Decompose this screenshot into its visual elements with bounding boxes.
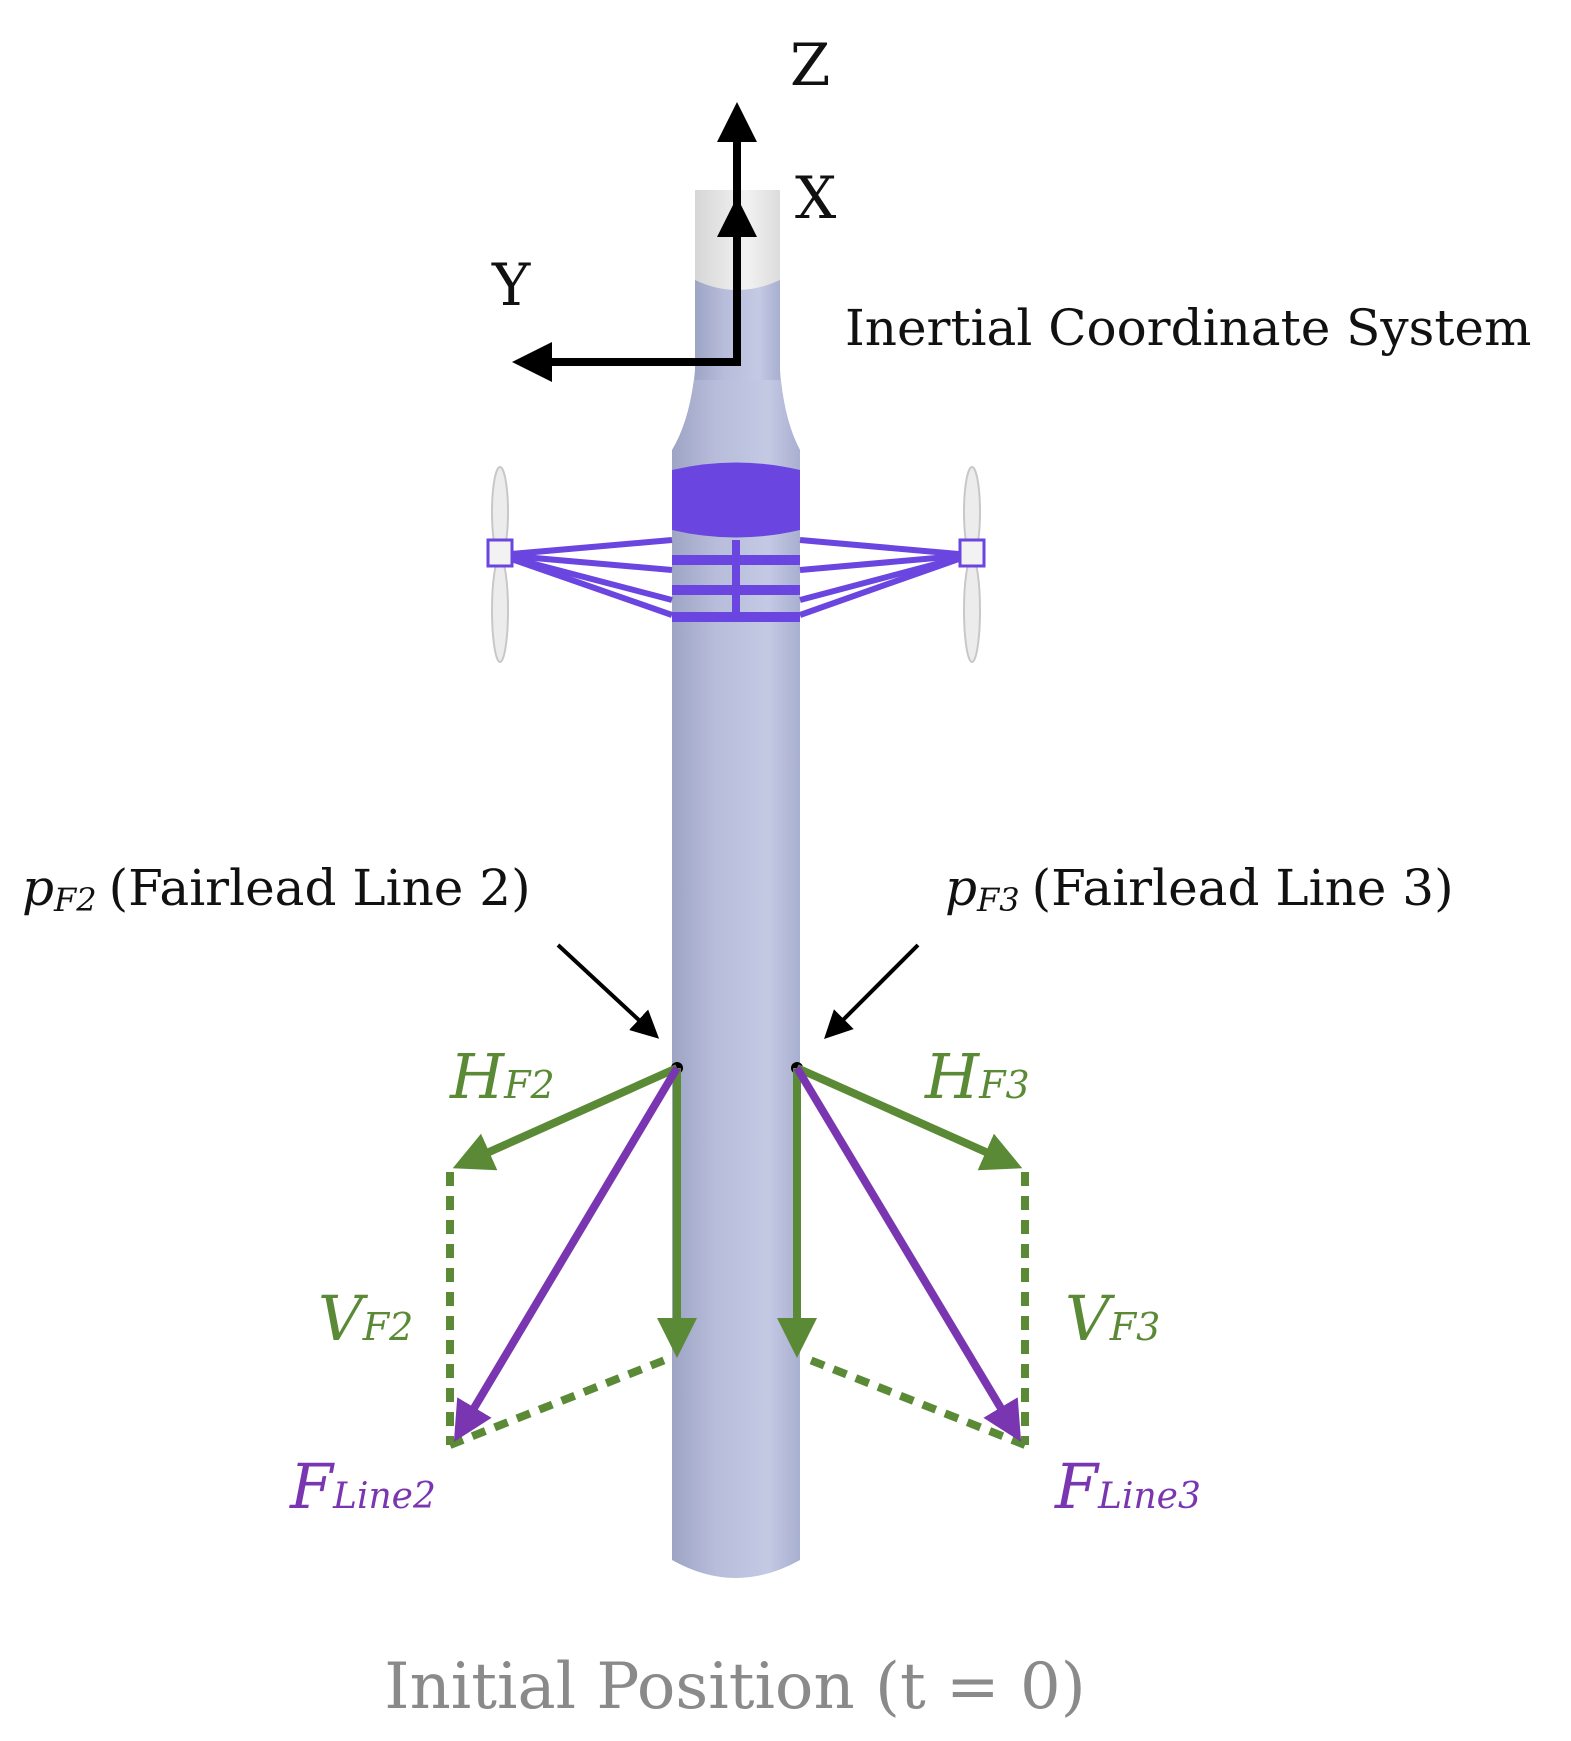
v-f2-label: VF2: [318, 1282, 413, 1355]
fairlead3-symbol: p: [945, 859, 977, 917]
x-axis-label: X: [795, 164, 837, 232]
v-f2-dashed-bottom: [448, 1354, 672, 1449]
v-f3-label: VF3: [1065, 1282, 1160, 1355]
mooring-bracing: [499, 462, 971, 622]
propeller-right-icon: [958, 466, 986, 663]
h-f3-arrow: [795, 1064, 1023, 1171]
fairlead2-description: (Fairlead Line 2): [109, 859, 531, 917]
bracing-ring-top: [672, 462, 800, 538]
fairlead2-symbol: p: [22, 859, 54, 917]
figure-caption: Initial Position (t = 0): [384, 1650, 1085, 1724]
inertial-axes: Z X Y Inertial Coordinate System: [491, 31, 1531, 382]
f-line3-label: FLine3: [1054, 1450, 1201, 1523]
fairlead2-subscript: F2: [53, 881, 97, 919]
spar-tower: [672, 190, 800, 1578]
h-f2-label: HF2: [449, 1040, 555, 1113]
coordinate-system-label: Inertial Coordinate System: [845, 299, 1531, 357]
spar-taper: [672, 370, 800, 480]
fairlead3-description: (Fairlead Line 3): [1032, 859, 1454, 917]
spar-lower-body: [672, 470, 800, 1578]
f-line2-label: FLine2: [289, 1450, 436, 1523]
z-axis-label: Z: [790, 31, 830, 99]
f-line3-arrow: [793, 1065, 1022, 1442]
propeller-left-icon: [486, 466, 514, 663]
fairlead-line2: pF2 (Fairlead Line 2): [22, 859, 683, 1074]
force-decomposition-line2: [446, 1064, 697, 1449]
h-f3-label: HF3: [924, 1040, 1030, 1113]
fairlead3-subscript: F3: [976, 881, 1020, 919]
fairlead3-pointer: [824, 943, 920, 1039]
f-line2-arrow: [453, 1065, 681, 1442]
y-axis-label: Y: [491, 251, 531, 319]
svg-text:pF2(Fairlead Line 2): pF2 (Fairlead Line 2): [22, 859, 531, 919]
h-f2-arrow: [452, 1064, 679, 1171]
v-f3-dashed-bottom: [803, 1354, 1027, 1449]
force-decomposition-line3: [777, 1064, 1029, 1449]
fairlead-line3: pF3 (Fairlead Line 3): [791, 859, 1454, 1074]
svg-text:pF3(Fairlead Line 3): pF3 (Fairlead Line 3): [945, 859, 1454, 919]
fairlead2-pointer: [556, 943, 660, 1039]
